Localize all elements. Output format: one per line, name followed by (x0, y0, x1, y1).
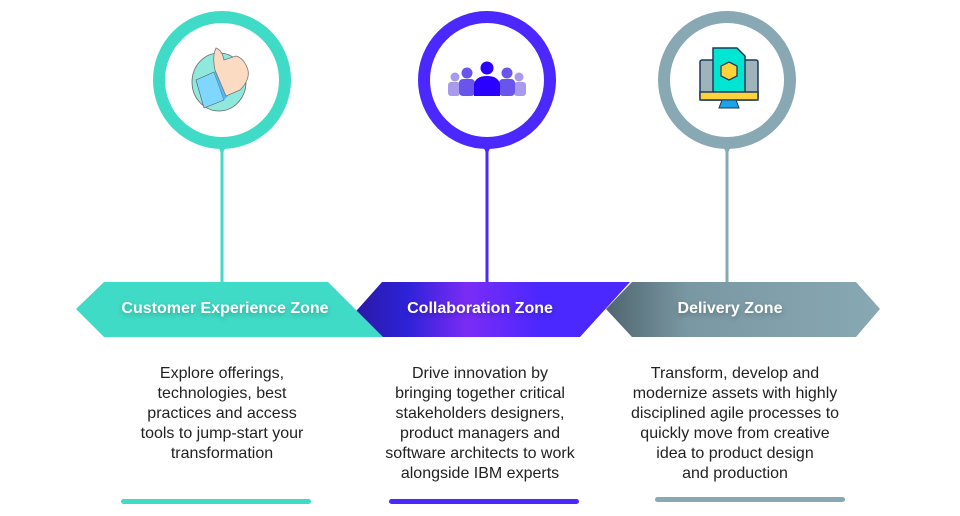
desc-line: quickly move from creative (640, 425, 830, 442)
desc-line: and production (682, 465, 788, 482)
underline-delivery (655, 497, 845, 502)
desc-line: modernize assets with highly (632, 385, 838, 402)
people-group-icon (448, 61, 526, 96)
zone-title-delivery: Delivery Zone (677, 300, 783, 317)
zone-description-customer: Explore offerings, technologies, best pr… (92, 364, 352, 464)
desc-line: disciplined agile processes to (630, 405, 840, 422)
zone-description-delivery: Transform, develop and modernize assets … (605, 364, 865, 484)
desc-line: Transform, develop and (650, 365, 820, 382)
desc-line: transformation (170, 445, 274, 462)
banner-customer (76, 282, 383, 337)
desc-line: Explore offerings, (159, 365, 285, 382)
underline-collaboration (389, 499, 579, 504)
banner-collaboration (333, 282, 630, 337)
zone-title-customer: Customer Experience Zone (121, 300, 329, 317)
monitor-package-icon (699, 47, 759, 109)
desc-line: stakeholders designers, (395, 405, 565, 422)
underline-customer (121, 499, 311, 504)
desc-line: Drive innovation by (411, 365, 549, 382)
desc-line: software architects to work (385, 445, 575, 462)
desc-line: tools to jump-start your (140, 425, 304, 442)
zone-title-collaboration: Collaboration Zone (407, 300, 553, 317)
desc-line: bringing together critical (395, 385, 565, 402)
desc-line: product managers and (399, 425, 561, 442)
desc-line: idea to product design (656, 445, 814, 462)
zone-description-collaboration: Drive innovation by bringing together cr… (350, 364, 610, 484)
desc-line: alongside IBM experts (400, 465, 560, 482)
thumbs-up-icon (191, 47, 249, 112)
desc-line: practices and access (147, 405, 297, 422)
banner-delivery (606, 282, 880, 337)
desc-line: technologies, best (157, 385, 287, 402)
